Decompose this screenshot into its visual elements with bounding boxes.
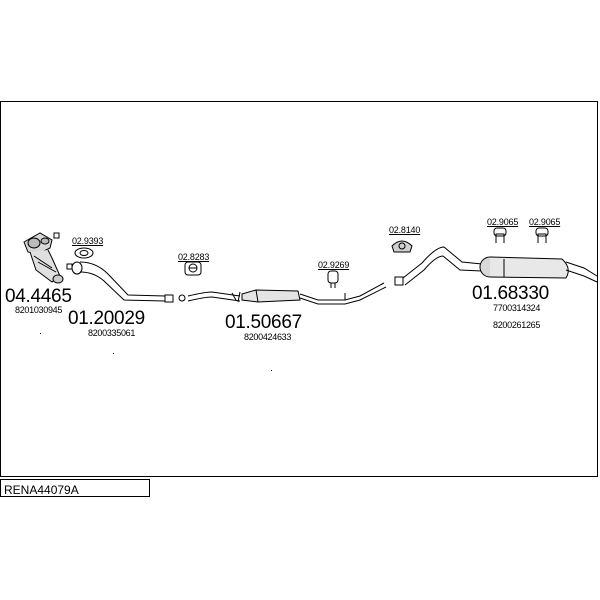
diagram-title: RENA44079A xyxy=(4,483,79,497)
fitting-label-3: 02.9269 xyxy=(318,260,350,270)
catalyst-code: 04.4465 xyxy=(5,286,72,307)
catalyst-oem: 8201030945 xyxy=(15,305,63,315)
diagram-title-box: RENA44079A xyxy=(0,479,150,497)
catalyst-drawing xyxy=(23,232,64,284)
fitting-label-2: 02.8283 xyxy=(178,252,210,262)
fastener-b xyxy=(66,263,73,270)
hanger-drawing-3 xyxy=(493,227,507,243)
front-pipe-code: 01.20029 xyxy=(68,308,145,329)
fastener-a xyxy=(53,232,60,239)
diagram-frame xyxy=(0,101,598,477)
gasket-drawing-1 xyxy=(74,247,94,259)
fitting-label-6: 02.9065 xyxy=(529,217,561,227)
fitting-label-1: 02.9393 xyxy=(72,236,104,246)
fitting-label-4: 02.8140 xyxy=(389,225,421,235)
rear-silencer-code: 01.68330 xyxy=(472,283,549,304)
front-pipe-drawing xyxy=(71,261,174,303)
middle-silencer-drawing xyxy=(187,282,387,305)
front-pipe-oem: 8200335061 xyxy=(88,328,136,338)
rear-silencer-oem-1: 7700314324 xyxy=(493,303,541,313)
rear-silencer-oem-2: 8200261265 xyxy=(493,320,541,330)
middle-silencer-oem: 8200424633 xyxy=(244,332,292,342)
ring-drawing xyxy=(178,294,186,302)
rear-silencer-drawing xyxy=(479,256,598,283)
clamp-drawing-1 xyxy=(184,261,202,276)
hanger-drawing-1 xyxy=(327,270,339,288)
hanger-drawing-2 xyxy=(391,240,413,253)
rear-pipe-drawing xyxy=(394,246,483,286)
hanger-drawing-4 xyxy=(535,227,549,243)
middle-silencer-code: 01.50667 xyxy=(225,312,302,333)
fitting-label-5: 02.9065 xyxy=(487,217,519,227)
